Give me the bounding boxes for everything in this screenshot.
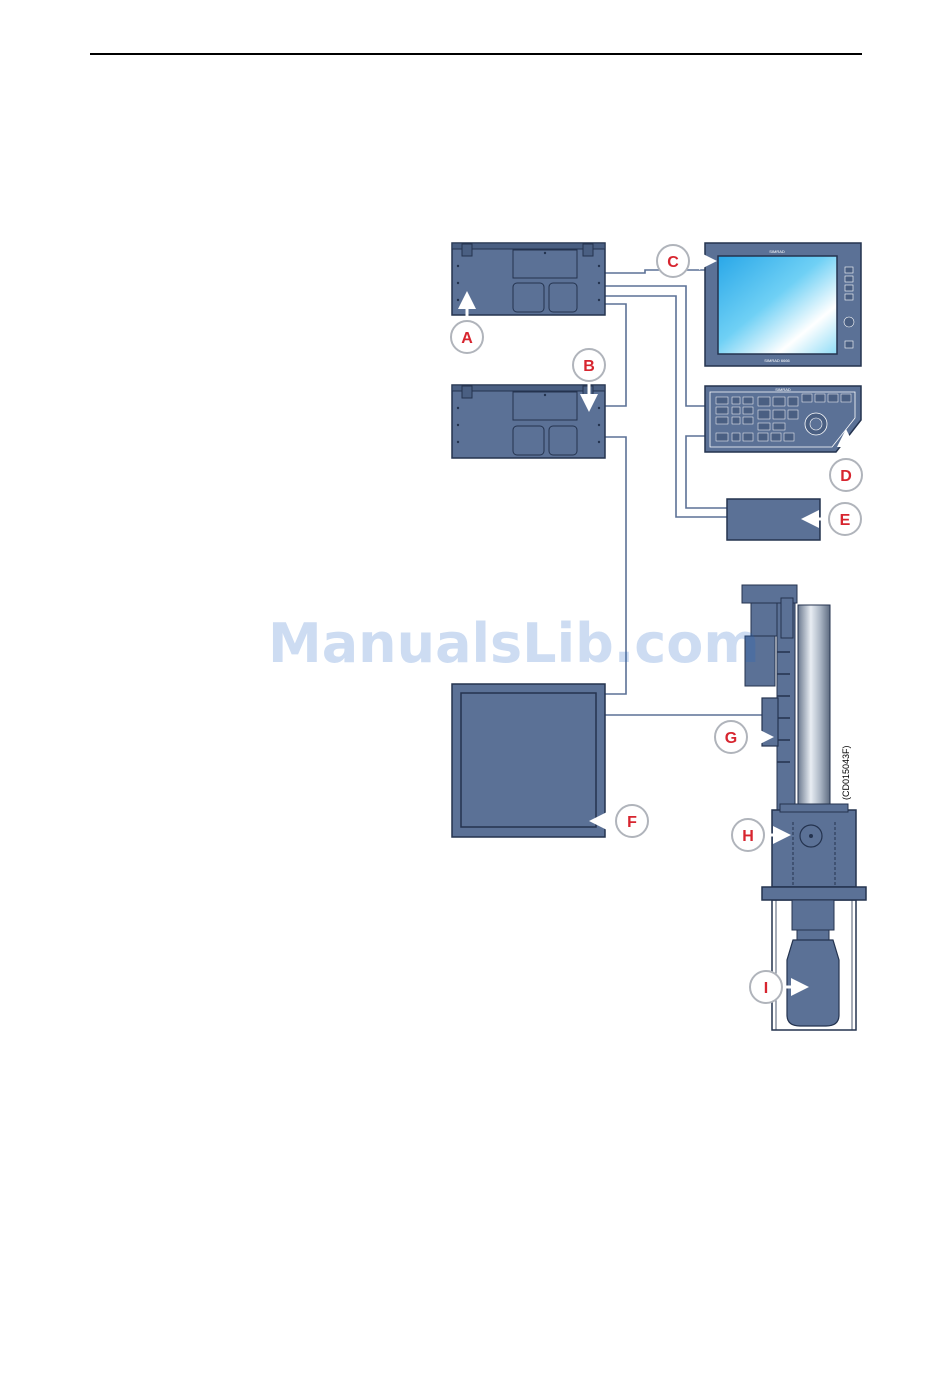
callout-f-label: F [627, 814, 637, 831]
processor-unit-b [452, 385, 605, 458]
callout-e-label: E [840, 512, 851, 529]
watermark: ManualsLib.com [268, 612, 760, 675]
panel-brand-label: SIMRAD [775, 387, 791, 392]
callout-c: C [657, 245, 708, 277]
unit-e [727, 499, 820, 540]
callout-h-label: H [742, 828, 754, 845]
callout-a-label: A [461, 330, 473, 347]
callout-c-label: C [667, 254, 679, 271]
hull-unit-box-g [762, 698, 778, 746]
cable-a-to-c [605, 270, 705, 273]
callout-b-label: B [583, 358, 595, 375]
hull-unit: (CD015043F) [742, 585, 866, 1030]
figure-id-code: (CD015043F) [841, 745, 851, 800]
callout-g: G [715, 721, 765, 753]
hull-unit-trunk-h [772, 810, 856, 887]
callout-g-label: G [725, 730, 737, 747]
monitor-brand-label: SIMRAD [769, 249, 785, 254]
processor-unit-a [452, 243, 605, 315]
cable-a-to-b [605, 304, 626, 406]
transducer-i [787, 940, 839, 1026]
monitor-model-label: SIMRAD 6666 [764, 358, 790, 363]
display-monitor-c: SIMRAD SIMRAD 6666 [705, 243, 861, 366]
hull-unit-shaft [798, 605, 830, 810]
callout-i-label: I [764, 980, 768, 997]
display-unit-f [452, 684, 605, 837]
callout-d-label: D [840, 468, 852, 485]
operating-panel-d: SIMRAD [705, 386, 861, 452]
